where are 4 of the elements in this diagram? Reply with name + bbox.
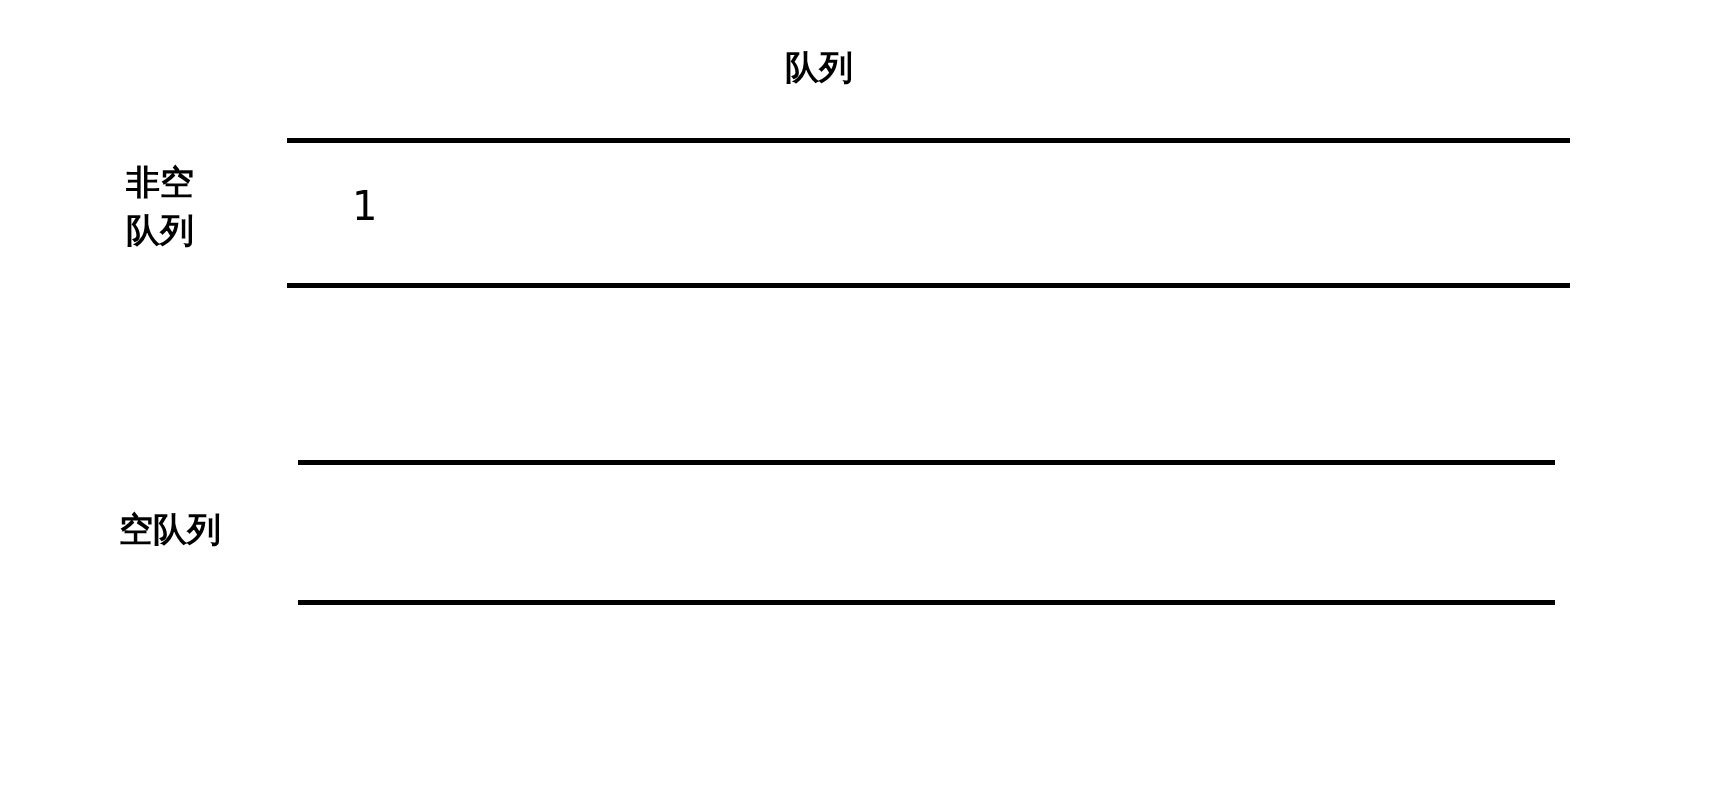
queue-element: 1 — [352, 183, 378, 229]
queue-label: 空队列 — [118, 508, 222, 551]
diagram-title: 队列 — [785, 46, 853, 89]
queue-label: 非空队列 — [125, 161, 195, 252]
